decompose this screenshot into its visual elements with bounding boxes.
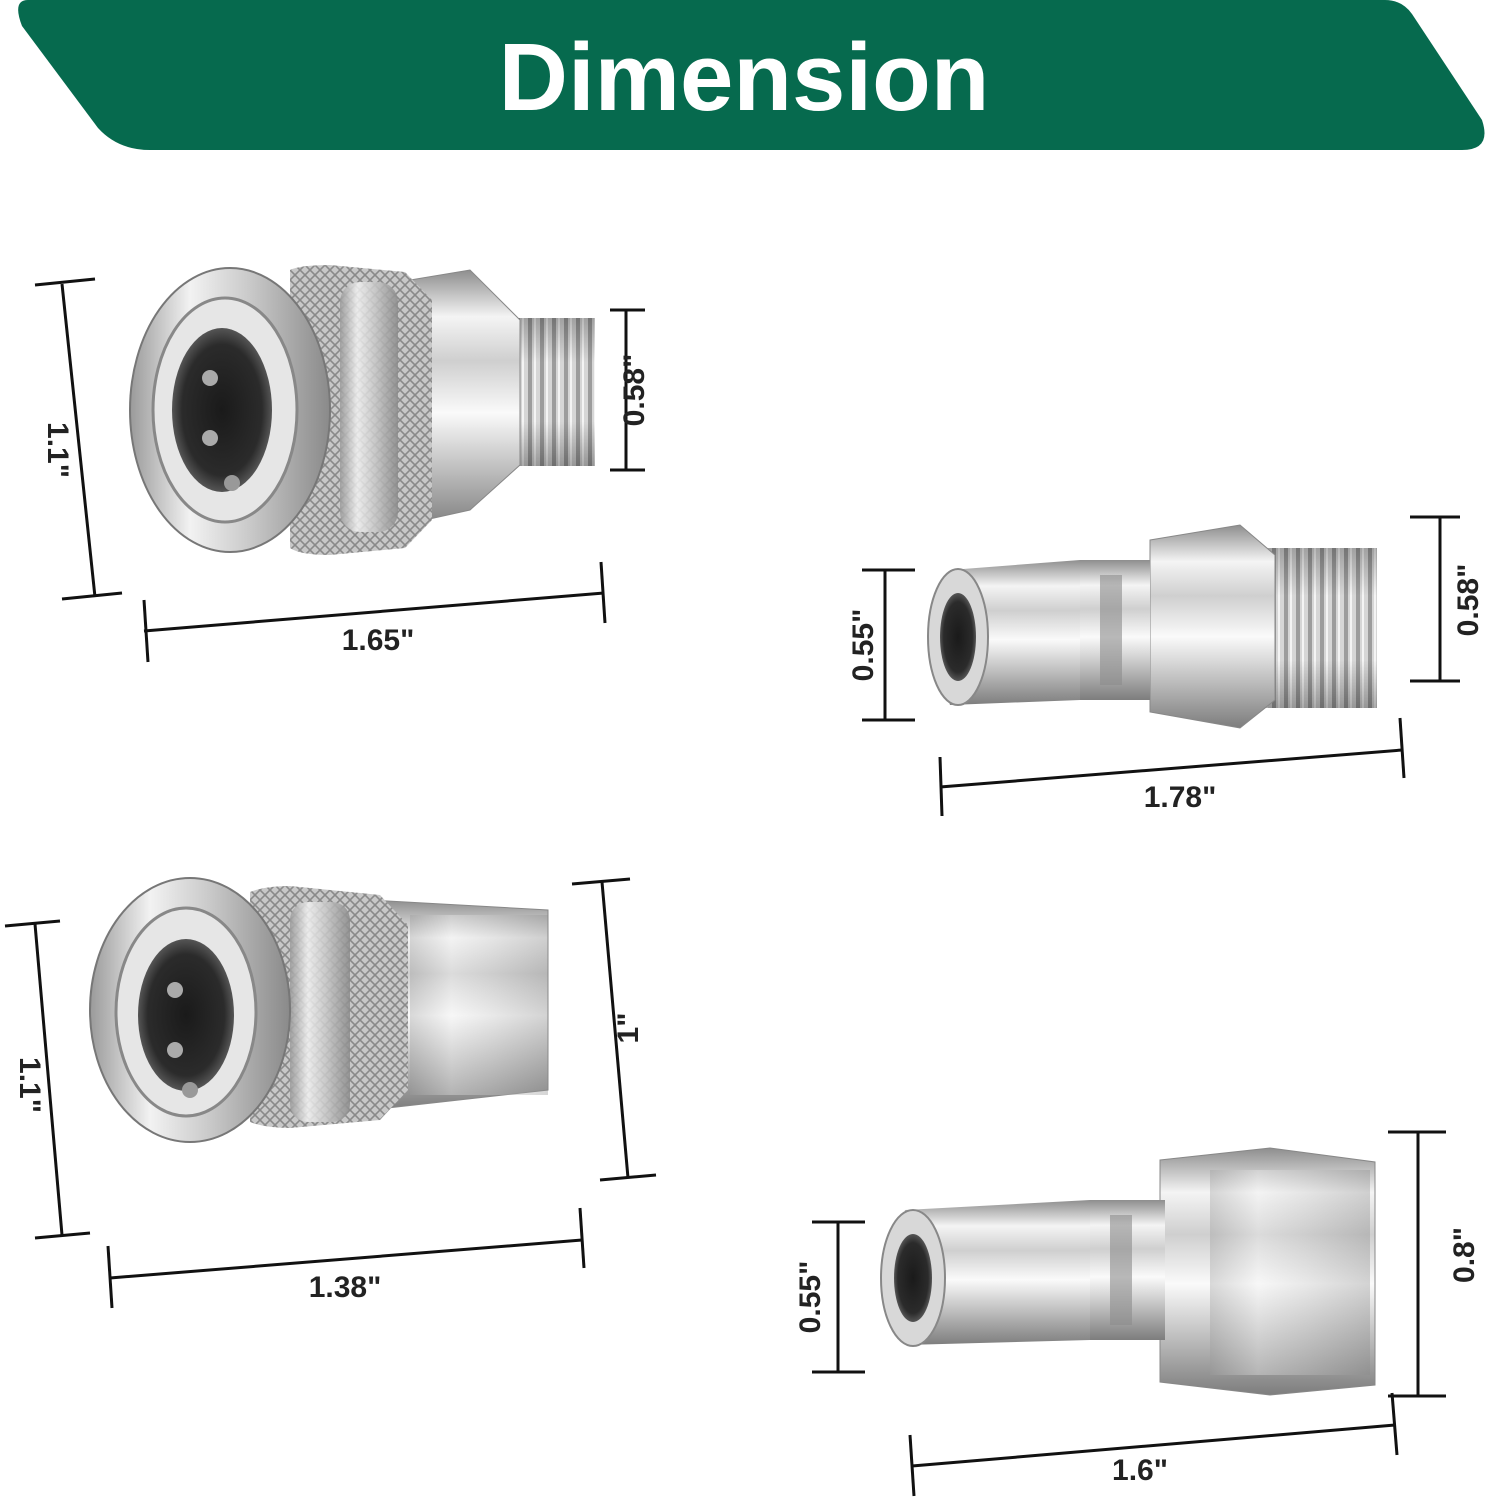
length-dimension: 1.78" — [938, 717, 1406, 817]
banner-shape — [18, 0, 1485, 150]
hex-body — [1149, 524, 1276, 729]
height-dimension: 1.1" — [4, 919, 91, 1240]
tip-label: 0.55" — [847, 609, 880, 682]
height-label: 1.1" — [13, 1057, 46, 1113]
coupler-bore — [138, 939, 234, 1091]
height-label: 1.1" — [41, 422, 74, 478]
tip-dimension: 0.55" — [847, 568, 915, 722]
title-banner: Dimension — [18, 0, 1485, 150]
tip-dimension: 0.55" — [794, 1220, 865, 1374]
plug-bore — [940, 593, 976, 681]
banner-title: Dimension — [499, 24, 990, 131]
length-dimension: 1.6" — [908, 1392, 1399, 1497]
length-dimension: 1.38" — [106, 1207, 586, 1309]
thread-label: 0.58" — [1452, 564, 1485, 637]
product-female-coupler-female-thread: 1.1" 1" 1.38" — [4, 877, 657, 1309]
height-dimension: 1.1" — [34, 277, 123, 601]
product-male-plug-male-thread: 0.55" 0.58" 1.78" — [847, 515, 1485, 817]
body-label: 1" — [612, 1013, 645, 1044]
coupler-bore — [172, 328, 272, 492]
body-dimension: 0.8" — [1388, 1130, 1481, 1398]
body-dimension: 1" — [571, 877, 657, 1182]
product-male-plug-female-thread: 0.55" 0.8" 1.6" — [794, 1130, 1481, 1497]
plug-bore — [894, 1234, 932, 1322]
length-label: 1.6" — [1112, 1454, 1168, 1487]
thread-dimension: 0.58" — [610, 308, 651, 472]
tip-label: 0.55" — [794, 1261, 827, 1334]
product-female-coupler-male-thread: 1.1" 1.65" 0.58" — [34, 265, 651, 663]
length-label: 1.78" — [1144, 781, 1217, 814]
body-label: 0.8" — [1448, 1227, 1481, 1283]
length-label: 1.38" — [309, 1271, 382, 1304]
thread-dimension: 0.58" — [1410, 515, 1485, 683]
thread-label: 0.58" — [618, 354, 651, 427]
length-label: 1.65" — [342, 624, 415, 657]
length-dimension: 1.65" — [142, 561, 607, 663]
